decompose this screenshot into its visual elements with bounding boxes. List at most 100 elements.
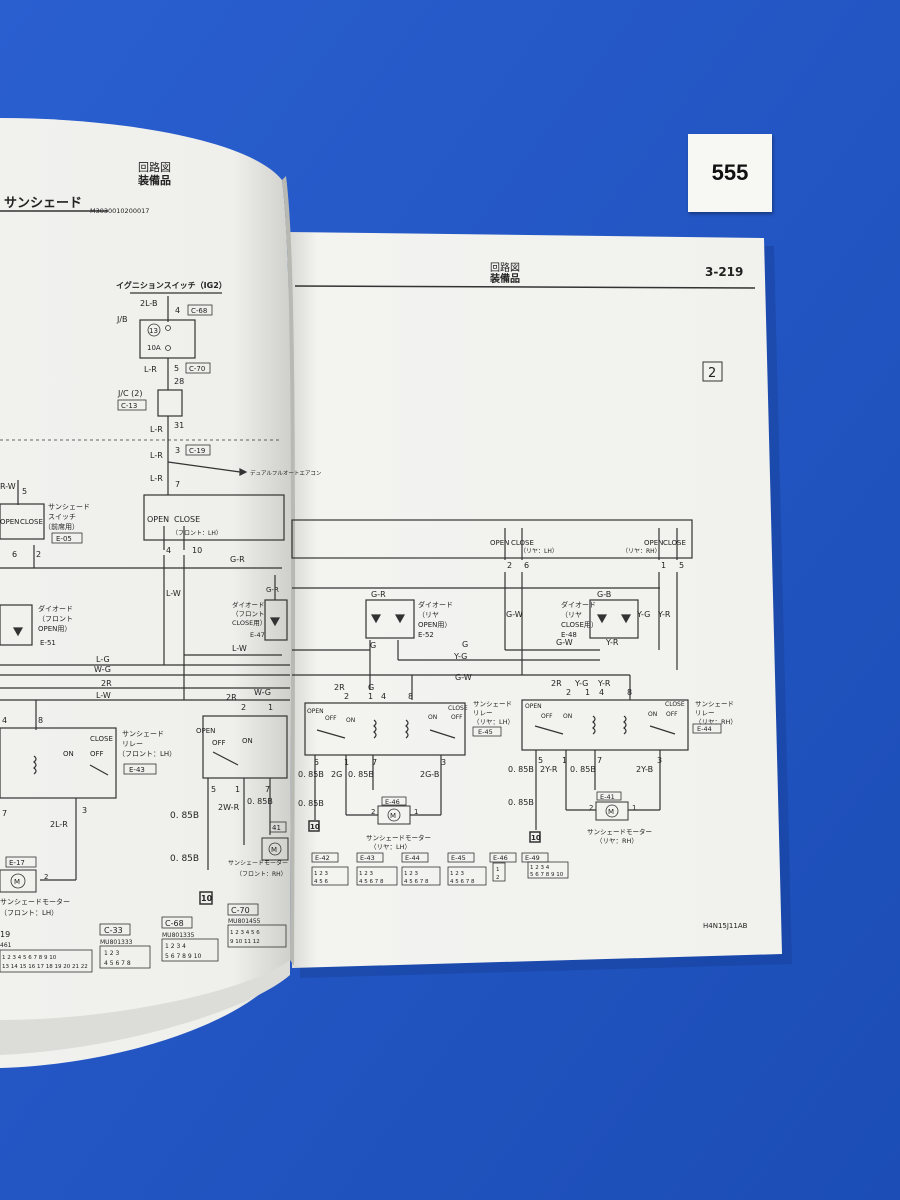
- svg-text:1: 1: [661, 561, 666, 570]
- svg-text:1 2 3 4: 1 2 3 4: [530, 865, 550, 871]
- svg-text:2: 2: [566, 688, 571, 697]
- svg-text:L-W: L-W: [166, 589, 181, 598]
- svg-text:（フロント：LH）: （フロント：LH）: [118, 750, 176, 758]
- svg-text:OFF: OFF: [666, 711, 678, 718]
- relay-rear-rh: [521, 699, 689, 751]
- svg-text:3: 3: [82, 806, 87, 815]
- svg-text:8: 8: [408, 692, 413, 701]
- svg-text:13 14 15 16 17 18 19 20 21 22: 13 14 15 16 17 18 19 20 21 22: [2, 964, 88, 970]
- svg-text:0. 85B: 0. 85B: [298, 799, 324, 808]
- svg-text:E-44: E-44: [405, 854, 420, 862]
- svg-text:リレー: リレー: [122, 740, 143, 748]
- svg-text:ダイオード: ダイオード: [418, 600, 453, 609]
- svg-text:0. 85B: 0. 85B: [247, 797, 273, 806]
- svg-text:ON: ON: [563, 713, 572, 720]
- svg-text:Y-R: Y-R: [657, 610, 671, 619]
- svg-text:7: 7: [2, 809, 7, 818]
- svg-text:（リヤ: （リヤ: [418, 611, 439, 619]
- svg-text:28: 28: [174, 377, 184, 386]
- svg-text:Y-G: Y-G: [453, 652, 467, 661]
- left-heading: サンシェード: [4, 196, 82, 211]
- svg-text:L-R: L-R: [150, 425, 163, 434]
- ground-rh: [529, 831, 541, 843]
- svg-text:5 6 7 8 9 10: 5 6 7 8 9 10: [165, 953, 201, 960]
- svg-text:E-46: E-46: [385, 798, 400, 806]
- svg-text:0. 85B: 0. 85B: [170, 854, 199, 864]
- svg-text:5: 5: [174, 364, 179, 373]
- svg-text:0. 85B: 0. 85B: [298, 770, 324, 779]
- svg-text:2: 2: [507, 561, 512, 570]
- svg-text:E-45: E-45: [451, 854, 466, 862]
- svg-text:M: M: [390, 812, 396, 820]
- svg-text:CLOSE: CLOSE: [665, 701, 685, 708]
- svg-text:4: 4: [2, 716, 7, 725]
- diagram-number-box: [702, 361, 723, 382]
- svg-text:1: 1: [235, 785, 240, 794]
- svg-text:5: 5: [538, 756, 543, 765]
- svg-text:1 2 3: 1 2 3: [314, 871, 328, 877]
- svg-text:1 2 3 4: 1 2 3 4: [165, 943, 186, 950]
- svg-text:4 5 6 7 8: 4 5 6 7 8: [104, 960, 131, 967]
- svg-text:4: 4: [166, 546, 171, 555]
- svg-text:OFF: OFF: [90, 750, 104, 758]
- left-page-content: 回路図 装備品 サンシェード M3030010200017 イグニションスイッチ…: [0, 161, 322, 973]
- diode-rear-close: [589, 599, 639, 639]
- svg-text:サンシェードモーター: サンシェードモーター: [0, 897, 70, 906]
- svg-text:2W-R: 2W-R: [218, 803, 240, 812]
- left-connector-diagrams: 19 461 1 2 3 4 5 6 7 8 9 10 13 14 15 16 …: [0, 903, 287, 973]
- svg-text:1 2 3: 1 2 3: [450, 871, 464, 877]
- svg-text:19: 19: [0, 930, 10, 939]
- svg-text:MU801333: MU801333: [100, 939, 133, 946]
- svg-text:G: G: [368, 683, 374, 692]
- svg-text:サンシェード: サンシェード: [473, 700, 512, 708]
- svg-text:（フロント：RH）: （フロント：RH）: [236, 871, 287, 878]
- svg-text:2R: 2R: [334, 683, 345, 692]
- svg-text:W-G: W-G: [254, 688, 271, 697]
- svg-text:OPEN: OPEN: [147, 515, 169, 524]
- rear-switch-module: [291, 519, 693, 559]
- svg-text:2: 2: [36, 550, 41, 559]
- svg-text:1: 1: [585, 688, 590, 697]
- right-page-content: 回路図 装備品 3-219 2 OPEN CLOSE （リヤ：LH） （リヤ：R…: [291, 261, 756, 930]
- svg-text:9 10 11 12: 9 10 11 12: [230, 939, 260, 945]
- front-relay-rh: [202, 715, 288, 779]
- svg-text:C-68: C-68: [191, 307, 207, 315]
- svg-text:G: G: [370, 641, 376, 650]
- svg-text:L-R: L-R: [150, 474, 163, 483]
- svg-text:（リヤ：LH）: （リヤ：LH）: [520, 548, 558, 555]
- svg-text:C-70: C-70: [189, 365, 205, 373]
- svg-text:E-52: E-52: [418, 631, 434, 639]
- svg-text:OFF: OFF: [325, 715, 337, 722]
- front-switch: [143, 494, 285, 541]
- svg-text:ON: ON: [346, 717, 355, 724]
- svg-text:2Y-R: 2Y-R: [540, 765, 558, 774]
- svg-text:L-R: L-R: [144, 365, 157, 374]
- joint-connector: [157, 389, 183, 417]
- svg-text:サンシェード: サンシェード: [122, 730, 164, 738]
- svg-text:ON: ON: [63, 750, 74, 758]
- svg-text:0. 85B: 0. 85B: [348, 770, 374, 779]
- svg-text:4: 4: [599, 688, 604, 697]
- svg-text:C-68: C-68: [165, 919, 184, 928]
- svg-text:OPEN: OPEN: [0, 518, 19, 526]
- svg-text:リレー: リレー: [695, 709, 715, 717]
- svg-text:L-W: L-W: [232, 644, 247, 653]
- svg-text:1: 1: [368, 692, 373, 701]
- svg-text:4 5 6 7 8: 4 5 6 7 8: [450, 879, 475, 885]
- svg-text:7: 7: [265, 785, 270, 794]
- svg-text:10: 10: [310, 823, 320, 831]
- svg-text:（フロント：LH）: （フロント：LH）: [0, 909, 58, 917]
- svg-text:C-19: C-19: [189, 447, 205, 455]
- svg-text:2: 2: [344, 692, 349, 701]
- svg-text:OFF: OFF: [541, 713, 553, 720]
- svg-text:C-13: C-13: [121, 402, 137, 410]
- svg-text:E-17: E-17: [9, 859, 25, 867]
- svg-text:1: 1: [496, 867, 500, 873]
- svg-text:ダイオード: ダイオード: [561, 600, 596, 609]
- svg-text:（フロント: （フロント: [38, 615, 73, 623]
- svg-text:リレー: リレー: [473, 709, 493, 717]
- svg-text:回路図: 回路図: [138, 161, 171, 174]
- svg-text:CLOSE: CLOSE: [663, 539, 686, 547]
- svg-text:ダイオード: ダイオード: [38, 604, 73, 613]
- svg-text:G-R: G-R: [230, 555, 245, 564]
